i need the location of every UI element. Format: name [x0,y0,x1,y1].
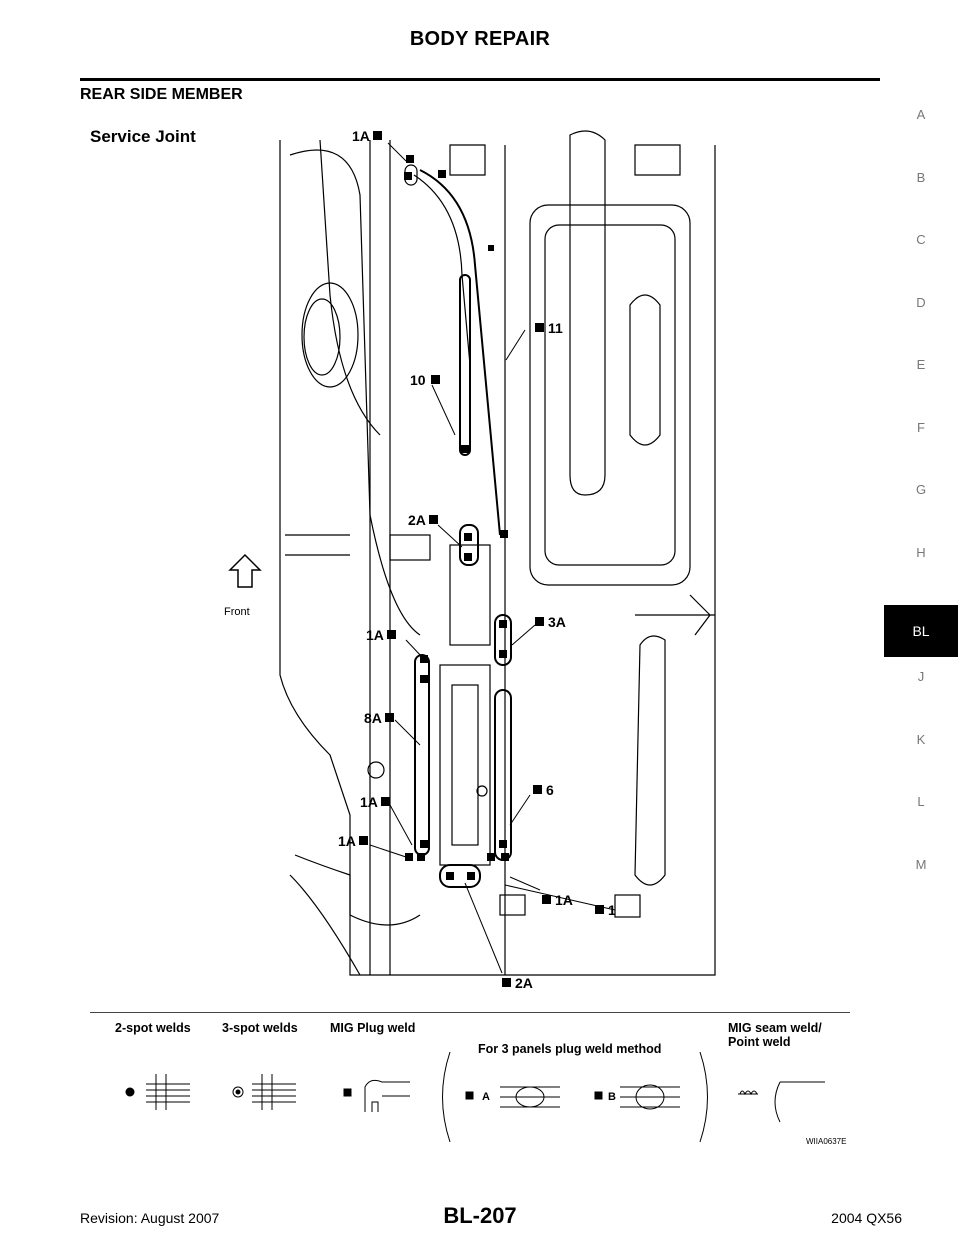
legend-a-label: A [482,1091,490,1103]
footer-model: 2004 QX56 [831,1210,902,1226]
weld-marker-icon [431,375,440,384]
service-joint-heading: Service Joint [90,127,196,146]
weld-callout: 1A [555,892,573,908]
weld-callout: 8A [364,710,382,726]
footer-page-number: BL-207 [443,1203,517,1228]
weld-callout: 6 [546,782,554,798]
legend-3-spot: 3-spot welds [222,1021,298,1035]
weld-marker-icon [542,895,551,904]
weld-marker-icon [359,836,368,845]
weld-marker-icon [533,785,542,794]
front-label: Front [224,606,250,618]
weld-callout: 1A [366,627,384,643]
legend-2-spot: 2-spot welds [115,1021,191,1035]
weld-callout: 2A [408,512,426,528]
index-tab-j[interactable]: J [917,669,925,684]
weld-marker-icon [502,978,511,987]
index-tab-m[interactable]: M [915,856,927,872]
weld-marker-icon [385,713,394,722]
weld-marker-icon [535,617,544,626]
index-tab-c[interactable]: C [916,232,926,247]
index-tab-g[interactable]: G [915,482,927,497]
front-arrow-icon [228,553,262,588]
index-tab-a[interactable]: A [916,107,926,122]
index-tab-h[interactable]: H [916,544,926,560]
legend-symbols: A B [125,1052,825,1143]
index-tab-b[interactable]: B [916,169,926,185]
index-tab-k[interactable]: K [916,731,926,747]
figure-id: WIIA0637E [806,1137,847,1146]
section-title: REAR SIDE MEMBER [80,86,243,103]
weld-callout: 1A [338,833,356,849]
weld-marker-icon [595,905,604,914]
legend-3-panels: For 3 panels plug weld method [478,1042,662,1056]
index-tab-bl[interactable]: BL [884,605,958,657]
index-tab-d[interactable]: D [916,294,926,310]
legend-mig-plug: MIG Plug weld [330,1021,416,1035]
weld-callout: 11 [548,320,563,336]
section-index: A B C D E F G H BL J K L M [884,100,958,912]
legend-mig-seam-1: MIG seam weld/ [728,1021,822,1035]
legend-mig-seam-2: Point weld [728,1035,791,1049]
index-tab-l[interactable]: L [917,794,925,809]
weld-callout: 2A [515,975,533,991]
weld-callout: 1A [352,128,370,144]
index-tab-f[interactable]: F [917,419,925,435]
weld-marker-icon [387,630,396,639]
weld-marker-icon [373,131,382,140]
weld-marker-icon [535,323,544,332]
legend-b-label: B [608,1091,616,1103]
footer-revision: Revision: August 2007 [80,1210,220,1226]
weld-legend: 2-spot welds 3-spot welds MIG Plug weld … [90,1012,860,1147]
rear-side-member-diagram: Service Joint Front 1A 11 10 2A 3A 1A 8A 6 1A 1A 1… [90,127,716,991]
weld-callout: 1A [360,794,378,810]
weld-callout: 1 [608,902,616,918]
legend-rule [90,1012,850,1013]
weld-marker-icon [381,797,390,806]
weld-callout: 3A [548,614,566,630]
page-header-title: BODY REPAIR [409,28,551,50]
header-rule [80,78,880,81]
index-tab-e[interactable]: E [916,357,926,372]
weld-callout: 10 [410,372,426,388]
weld-marker-icon [429,515,438,524]
